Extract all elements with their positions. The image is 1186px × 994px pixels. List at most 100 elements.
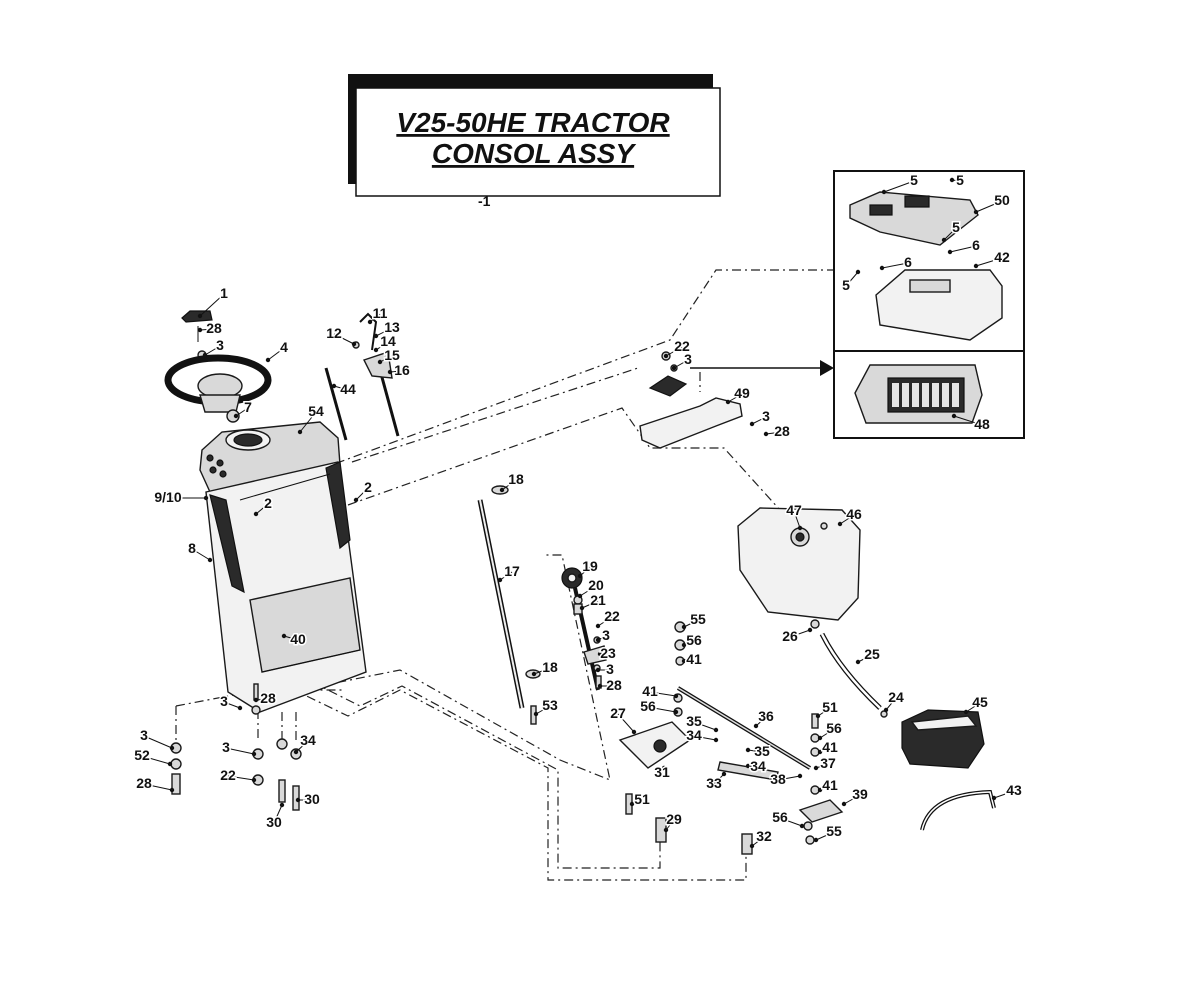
leader-line <box>779 817 803 827</box>
callout-number: 3 <box>606 661 614 677</box>
leader-dot <box>203 495 209 501</box>
leader-dot <box>253 697 259 703</box>
callout-33: 33 <box>705 771 727 793</box>
leader-dot <box>883 707 889 713</box>
callout-number: 22 <box>604 608 620 624</box>
callout-56c: 56 <box>817 719 843 741</box>
leader-line <box>295 740 309 753</box>
leader-line <box>975 200 1003 213</box>
callout-number: 21 <box>590 592 606 608</box>
leader-line <box>755 716 767 727</box>
leader-line <box>333 385 349 391</box>
leader-dot <box>367 319 373 325</box>
leader-dot <box>749 843 755 849</box>
leader-dot <box>202 352 208 358</box>
callout-number: 5 <box>842 277 850 293</box>
leader-line <box>141 755 171 765</box>
callout-number: 56 <box>640 698 656 714</box>
leader-line <box>693 721 717 731</box>
callout-number: 17 <box>504 563 520 579</box>
callout-38: 38 <box>769 770 803 789</box>
callout-27: 27 <box>609 704 637 735</box>
leader-dot <box>663 353 669 359</box>
leader-dot <box>251 751 257 757</box>
leader-dot <box>237 705 243 711</box>
leader-dot <box>681 624 687 630</box>
callout-number: 31 <box>654 764 670 780</box>
callout-number: 26 <box>782 628 798 644</box>
leader-line <box>965 702 981 713</box>
callout-3g: 3 <box>671 350 694 371</box>
leader-dot <box>497 577 503 583</box>
leader-line <box>223 701 241 709</box>
callout-number: 55 <box>690 611 706 627</box>
leader-dot <box>749 421 755 427</box>
callout-number: 29 <box>666 811 682 827</box>
leader-line <box>617 713 635 733</box>
leader-dot <box>499 487 505 493</box>
callout-47: 47 <box>785 501 803 531</box>
leader-line <box>815 831 835 841</box>
leader-line <box>199 328 215 331</box>
callout-3b: 3 <box>219 692 243 711</box>
leader-dot <box>799 823 805 829</box>
callout-number: 45 <box>972 694 988 710</box>
leader-dot <box>745 747 751 753</box>
console-body <box>199 421 367 713</box>
leader-line <box>255 503 269 515</box>
callout-35b: 35 <box>745 742 771 761</box>
leader-line <box>581 600 599 609</box>
callout-11: 11 <box>367 304 389 325</box>
leader-dot <box>973 209 979 215</box>
callout-15: 15 <box>377 346 401 365</box>
callout-number: 42 <box>994 249 1010 265</box>
callout-number: 34 <box>686 727 702 743</box>
callout-number: 38 <box>770 771 786 787</box>
page-reference: -1 <box>478 193 491 209</box>
leader-dot <box>881 189 887 195</box>
callout-3h: 3 <box>749 407 772 427</box>
callout-37: 37 <box>813 754 837 773</box>
callout-number: 37 <box>820 755 836 771</box>
callout-24: 24 <box>883 688 905 713</box>
callout-18a: 18 <box>499 470 525 493</box>
title-line-1: V25-50HE TRACTOR <box>396 107 670 138</box>
leader-dot <box>713 727 719 733</box>
leader-line <box>333 333 355 345</box>
callout-3e: 3 <box>595 626 612 645</box>
leader-dot <box>353 497 359 503</box>
callout-28d: 28 <box>597 676 623 695</box>
bottom-left-hardware <box>170 683 302 811</box>
leader-line <box>355 487 369 501</box>
callout-21: 21 <box>579 591 607 611</box>
leader-line <box>683 619 699 628</box>
leader-line <box>283 635 299 641</box>
callout-20: 20 <box>577 576 605 599</box>
callout-number: 5 <box>956 172 964 188</box>
callout-number: 35 <box>686 713 702 729</box>
callout-number: 1 <box>220 285 228 301</box>
leader-line <box>885 697 897 711</box>
leader-dot <box>725 399 731 405</box>
callout-number: 23 <box>600 645 616 661</box>
leader-dot <box>681 658 687 664</box>
leader-line <box>533 667 551 675</box>
callout-48: 48 <box>951 413 991 434</box>
callout-29: 29 <box>663 810 683 833</box>
callout-number: 22 <box>674 338 690 354</box>
callout-28e: 28 <box>763 422 791 441</box>
leader-dot <box>251 777 257 783</box>
leader-line <box>579 566 591 577</box>
callout-16: 16 <box>387 361 411 380</box>
leader-line <box>693 735 717 741</box>
leader-dot <box>813 765 819 771</box>
callout-number: 53 <box>542 697 558 713</box>
callout-12: 12 <box>325 324 357 347</box>
callout-44: 44 <box>331 380 357 399</box>
callout-number: 56 <box>826 720 842 736</box>
callout-54: 54 <box>297 402 325 435</box>
leader-dot <box>763 431 769 437</box>
leader-line <box>713 773 725 785</box>
callout-51a: 51 <box>629 790 651 809</box>
